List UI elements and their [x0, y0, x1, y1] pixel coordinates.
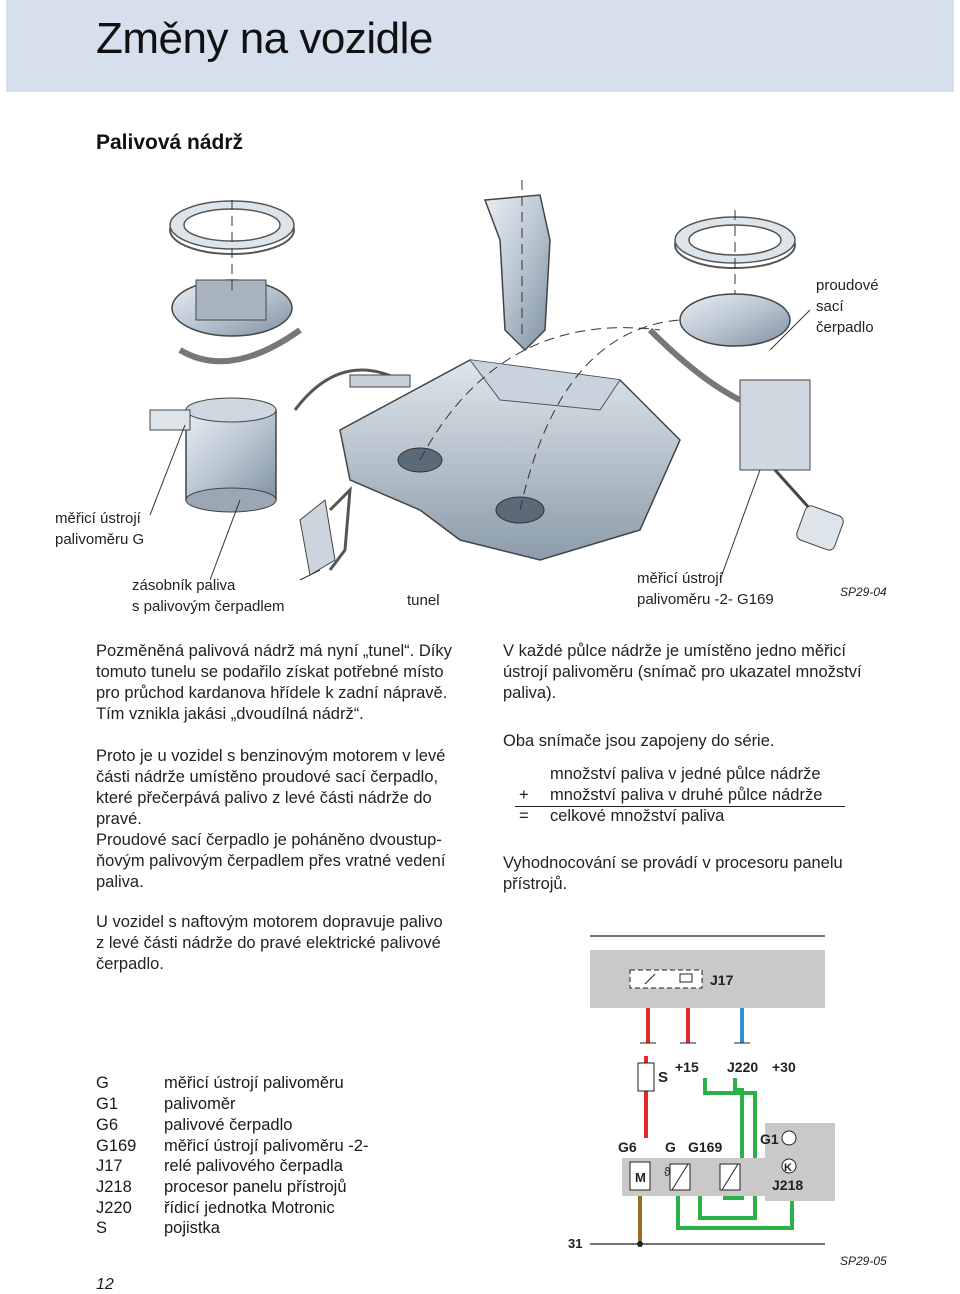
legend-desc: pojistka — [164, 1219, 220, 1237]
legend-code: S — [96, 1219, 108, 1237]
label-theta: ϑ — [664, 1165, 671, 1179]
right-lock-ring — [674, 210, 796, 300]
label-tunnel: tunel — [407, 592, 440, 609]
sum-line-2: množství paliva v druhé půlce nádrže — [550, 786, 823, 804]
legend-code: G — [96, 1074, 109, 1092]
label-g6: G6 — [618, 1139, 637, 1155]
relay-switch — [644, 973, 656, 985]
label-j220: J220 — [727, 1059, 758, 1075]
left-paragraph-3: U vozidel s naftovým motorem dopravuje p… — [96, 913, 443, 973]
page-title: Změny na vozidle — [96, 14, 433, 63]
label-sender-g169: měřicí ústrojí palivoměru -2- G169 — [637, 570, 774, 608]
sum-op-plus: + — [519, 786, 529, 804]
left-paragraph-2: Proto je u vozidel s benzinovým motorem … — [96, 747, 446, 891]
ground-node — [637, 1241, 643, 1247]
legend-desc: palivoměr — [164, 1095, 236, 1113]
figure-code-2: SP29-05 — [840, 1254, 887, 1268]
label-plus30: +30 — [772, 1059, 796, 1075]
label-g1: G1 — [760, 1131, 779, 1147]
fuel-tank-body — [339, 319, 681, 561]
label-k: K — [784, 1162, 792, 1174]
label-j17: J17 — [710, 972, 734, 988]
pump-g6 — [629, 1161, 651, 1191]
tunnel-bracket — [299, 486, 352, 576]
label-sender-g: měřicí ústrojí palivoměru G — [55, 510, 145, 548]
sum-line-1: množství paliva v jedné půlce nádrže — [550, 765, 821, 783]
legend-desc: řídicí jednotka Motronic — [164, 1199, 335, 1217]
legend-desc: palivové čerpadlo — [164, 1116, 293, 1134]
wire-green-2 — [698, 1078, 757, 1220]
left-pump-module — [149, 200, 302, 513]
label-j218: J218 — [772, 1177, 803, 1193]
label-reservoir: zásobník paliva s palivovým čerpadlem — [132, 577, 285, 615]
processor-k — [781, 1158, 797, 1174]
legend-desc: měřicí ústrojí palivoměru — [164, 1074, 344, 1092]
fuse-s — [637, 1062, 655, 1092]
legend-code: J220 — [96, 1199, 132, 1217]
right-sender-module — [647, 293, 844, 551]
page-number: 12 — [96, 1276, 114, 1293]
legend-code: G6 — [96, 1116, 119, 1134]
sender-g169-wiper — [721, 1163, 739, 1191]
filler-neck — [483, 180, 551, 352]
leader-lines — [149, 309, 811, 581]
fuel-tank-illustration — [149, 180, 844, 581]
header-band — [6, 0, 954, 92]
legend-desc: procesor panelu přístrojů — [164, 1178, 347, 1196]
section-title: Palivová nádrž — [96, 131, 244, 154]
left-paragraph-1: Pozměněná palivová nádrž má nyní „tunel“… — [96, 642, 452, 723]
label-plus15: +15 — [675, 1059, 699, 1075]
relay-coil — [679, 973, 693, 983]
instrument-panel-j218 — [765, 1123, 835, 1201]
legend-code: J218 — [96, 1178, 132, 1196]
legend-desc: relé palivového čerpadla — [164, 1157, 343, 1175]
label-m: M — [635, 1170, 646, 1185]
figure-code-1: SP29-04 — [840, 585, 887, 599]
circuit-diagram: J17 S +15 J220 +30 G6 G G169 M ϑ G1 K J2… — [568, 935, 835, 1251]
label-pump-top: proudové sací čerpadlo — [816, 277, 879, 336]
sum-line-3: celkové množství paliva — [550, 807, 725, 825]
label-g: G — [665, 1139, 676, 1155]
legend-code: G169 — [96, 1137, 137, 1155]
legend-desc: měřicí ústrojí palivoměru -2- — [164, 1137, 369, 1155]
label-s: S — [658, 1069, 668, 1086]
legend-code: J17 — [96, 1157, 123, 1175]
right-paragraph-2: Oba snímače jsou zapojeny do série. — [503, 732, 775, 750]
right-paragraph-3: Vyhodnocování se provádí v procesoru pan… — [503, 854, 843, 893]
relay-panel — [590, 950, 825, 1008]
connector — [349, 374, 411, 388]
sum-op-eq: = — [519, 807, 529, 825]
legend-code: G1 — [96, 1095, 119, 1113]
sender-g-wiper — [671, 1163, 689, 1191]
right-paragraph-1: V každé půlce nádrže je umístěno jedno m… — [503, 642, 862, 702]
sum-rule — [515, 806, 845, 807]
label-31: 31 — [568, 1236, 582, 1251]
label-g169: G169 — [688, 1139, 722, 1155]
gauge-g1 — [781, 1130, 797, 1146]
